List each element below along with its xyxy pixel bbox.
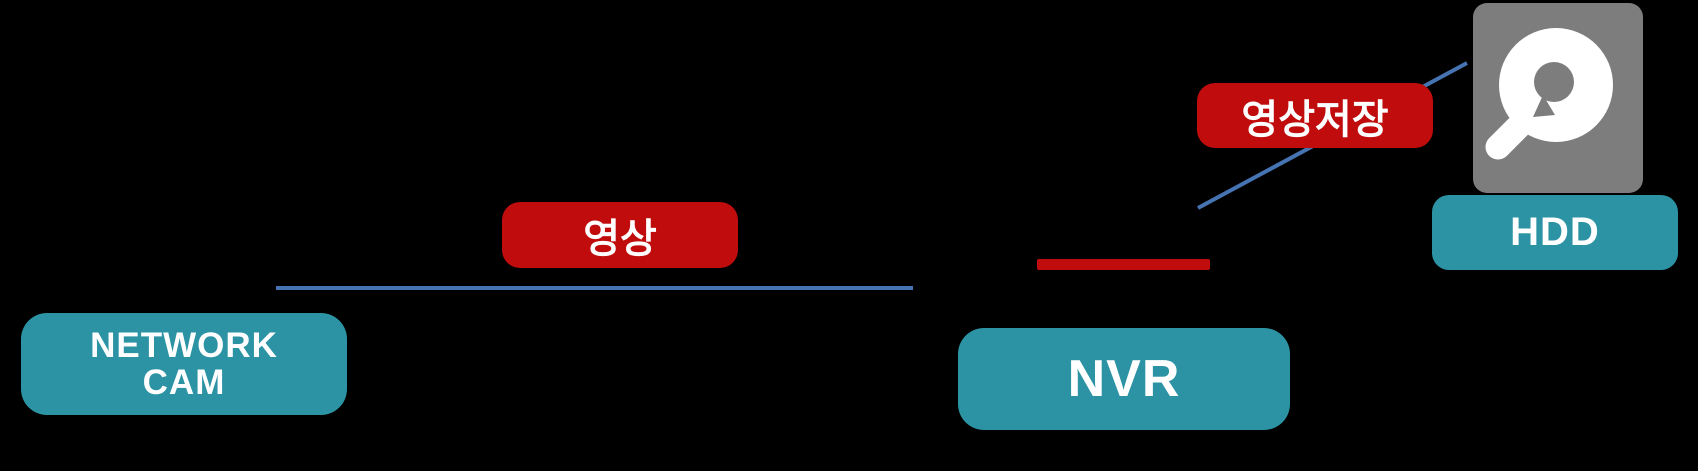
video-storage-flow-label: 영상저장	[1197, 83, 1433, 148]
nvr-label: NVR	[1067, 350, 1181, 408]
video-flow-label: 영상	[502, 202, 738, 268]
hdd-node: HDD	[1432, 195, 1678, 270]
nvr-red-bar	[1037, 259, 1210, 270]
video-storage-flow-label-text: 영상저장	[1241, 97, 1389, 142]
hdd-label: HDD	[1510, 210, 1600, 254]
network-cam-node: NETWORK CAM	[21, 313, 347, 415]
hdd-icon-arm-notch	[1533, 95, 1555, 117]
hdd-icon-spindle-hole	[1534, 62, 1574, 102]
network-cam-label-line1: NETWORK	[90, 326, 278, 365]
nvr-node: NVR	[958, 328, 1290, 430]
video-flow-label-text: 영상	[583, 217, 657, 261]
network-cam-label-line2: CAM	[142, 363, 226, 402]
hdd-disk-icon	[1473, 3, 1643, 193]
hdd-icon-arm	[1485, 90, 1555, 160]
